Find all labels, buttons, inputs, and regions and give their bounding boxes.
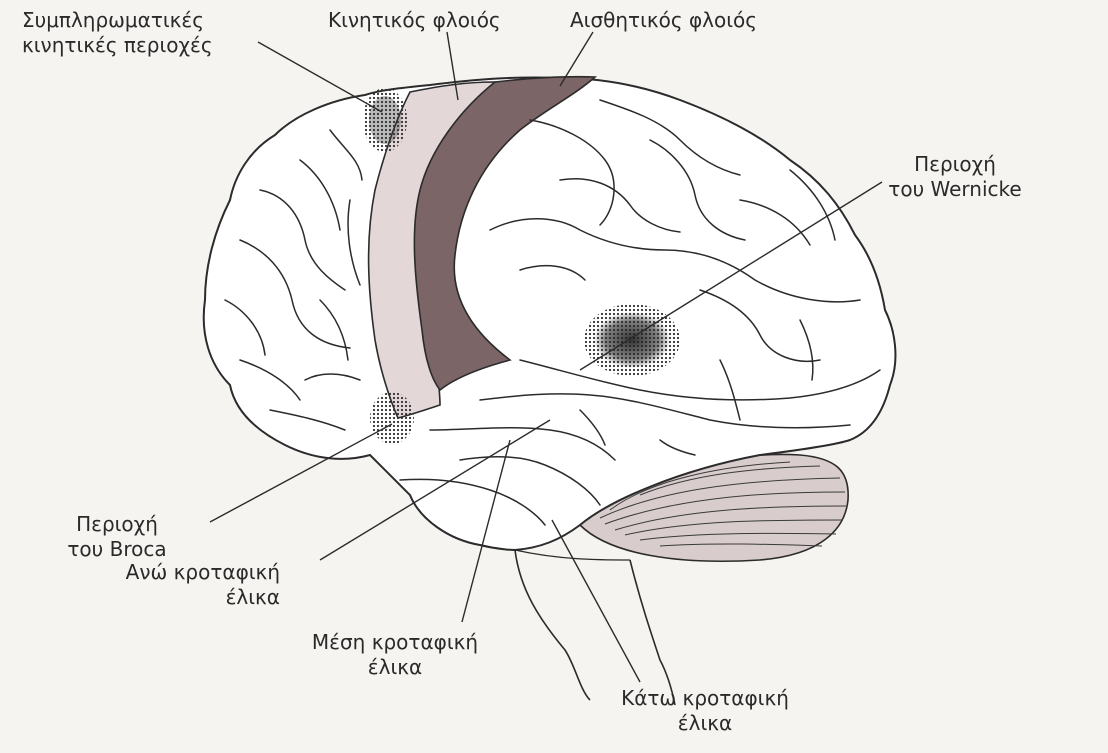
label-line: Περιοχή (42, 512, 192, 537)
label-line: έλικα (100, 585, 280, 610)
label-line: έλικα (610, 711, 800, 736)
label-wernicke: Περιοχή του Wernicke (880, 152, 1030, 202)
label-line: Κινητικός φλοιός (328, 8, 501, 33)
label-sensory-cortex: Αισθητικός φλοιός (570, 8, 757, 33)
label-line: του Wernicke (880, 177, 1030, 202)
label-supplementary-motor: Συμπληρωματικές κινητικές περιοχές (22, 8, 213, 58)
label-line: Αισθητικός φλοιός (570, 8, 757, 33)
label-line: Ανώ κροταφική (100, 560, 280, 585)
label-broca: Περιοχή του Broca (42, 512, 192, 562)
brain-stem (515, 550, 675, 705)
label-line: Μέση κροταφική (300, 630, 490, 655)
label-inferior-temporal: Κάτω κροταφική έλικα (610, 686, 800, 736)
label-motor-cortex: Κινητικός φλοιός (328, 8, 501, 33)
label-line: του Broca (42, 537, 192, 562)
label-line: έλικα (300, 655, 490, 680)
label-line: Περιοχή (880, 152, 1030, 177)
label-line: κινητικές περιοχές (22, 33, 213, 58)
label-middle-temporal: Μέση κροταφική έλικα (300, 630, 490, 680)
label-line: Συμπληρωματικές (22, 8, 213, 33)
broca-spot (370, 392, 414, 444)
label-line: Κάτω κροταφική (610, 686, 800, 711)
label-superior-temporal: Ανώ κροταφική έλικα (100, 560, 280, 610)
